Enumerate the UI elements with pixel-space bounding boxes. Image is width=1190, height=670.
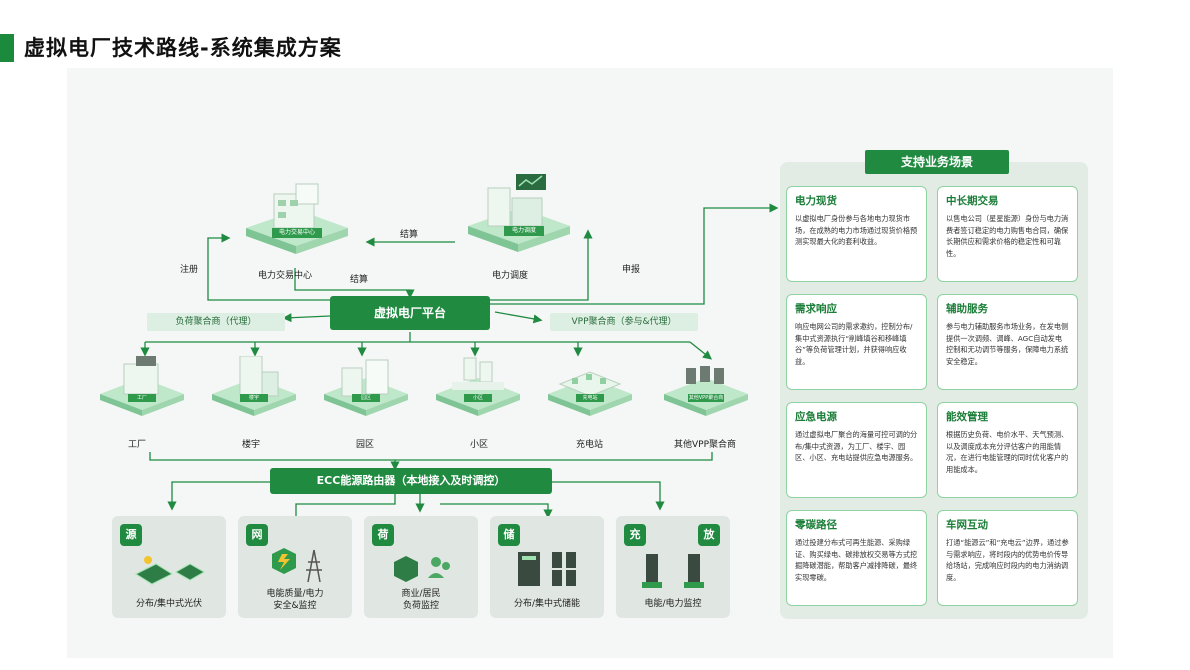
card-text: 以售电公司（星星能源）身份与电力消费者签订稳定的电力购售电合同，确保长期供应和需… <box>946 214 1069 258</box>
building-label-park: 园区 <box>356 440 375 450</box>
building-factory: 工厂 <box>98 356 186 416</box>
card-zero-carbon: 零碳路径 通过投建分布式可再生能源、采购绿证、购买绿电、碳排放权交易等方式挖掘降… <box>786 510 927 606</box>
card-energy-efficiency: 能效管理 根据历史负荷、电价水平、天气预测、以及调度成本充分评估客户的用能情况，… <box>937 402 1078 498</box>
building-label-office: 楼宇 <box>242 440 261 450</box>
card-text: 通过虚拟电厂聚合的海量可控可调的分布/集中式资源，为工厂、楼宇、园区、小区、充电… <box>795 430 918 462</box>
building-label-community: 小区 <box>470 440 489 450</box>
source-label: 分布/集中式光伏 <box>135 599 203 609</box>
dispatch-building: 电力调度 <box>458 170 578 254</box>
card-title: 电力现货 <box>795 195 837 207</box>
card-title: 中长期交易 <box>946 195 999 207</box>
bottom-card-source: 源 分布/集中式光伏 <box>112 516 226 618</box>
card-title: 车网互动 <box>946 519 988 531</box>
ecc-router: ECC能源路由器（本地接入及时调控） <box>270 468 552 494</box>
card-spot-market: 电力现货 以虚拟电厂身份参与各地电力现货市场，在成熟的电力市场通过现货价格预测实… <box>786 186 927 282</box>
settle-top-label: 结算 <box>400 230 419 240</box>
bottom-card-charge: 充 放 电能/电力监控 <box>616 516 730 618</box>
card-title: 需求响应 <box>795 303 837 315</box>
building-tag: 小区 <box>464 394 492 402</box>
building-label-factory: 工厂 <box>128 440 147 450</box>
building-community: 小区 <box>434 356 522 416</box>
trading-center-building: 电力交易中心 <box>236 176 356 260</box>
load-monitor-icon <box>394 556 450 582</box>
building-other-vpp: 其他VPP聚合商 <box>662 356 750 416</box>
bottom-card-load: 荷 商业/居民 负荷监控 <box>364 516 478 618</box>
card-text: 打通“能源云”和“充电云”边界，通过参与需求响应，将时段内的优势电价传导给场站，… <box>946 538 1069 582</box>
building-office: 楼宇 <box>210 355 298 416</box>
building-label-charging: 充电站 <box>576 440 604 450</box>
panel-title: 支持业务场景 <box>865 150 1009 174</box>
register-label: 注册 <box>180 265 199 275</box>
source-badge: 源 <box>120 524 142 546</box>
trading-center-tag: 电力交易中心 <box>272 228 322 238</box>
card-text: 通过投建分布式可再生能源、采购绿证、购买绿电、碳排放权交易等方式挖掘降碳潜能，帮… <box>795 538 918 582</box>
charge-badge: 充 <box>624 524 646 546</box>
load-badge: 荷 <box>372 524 394 546</box>
solar-panel-icon <box>134 556 206 585</box>
card-title: 辅助服务 <box>946 303 988 315</box>
dispatch-label: 电力调度 <box>492 271 529 281</box>
title-accent-bar <box>0 34 14 62</box>
grid-badge: 网 <box>246 524 268 546</box>
building-tag: 工厂 <box>128 394 156 402</box>
charger-icon <box>642 554 704 588</box>
storage-label: 分布/集中式储能 <box>513 599 581 609</box>
discharge-badge: 放 <box>698 524 720 546</box>
report-label: 申报 <box>622 265 641 275</box>
vpp-aggregator: VPP聚合商（参与&代理） <box>550 313 698 331</box>
building-tag: 园区 <box>352 394 380 402</box>
card-title: 能效管理 <box>946 411 988 423</box>
card-text: 参与电力辅助服务市场业务，在发电侧提供一次调频、调峰、AGC自动发电控制和无功调… <box>946 322 1069 366</box>
card-demand-response: 需求响应 响应电网公司的需求邀约，控制分布/集中式资源执行“削峰填谷和移峰填谷”… <box>786 294 927 390</box>
vpp-platform: 虚拟电厂平台 <box>330 296 490 330</box>
bottom-card-storage: 储 分布/集中式储能 <box>490 516 604 618</box>
card-text: 响应电网公司的需求邀约，控制分布/集中式资源执行“削峰填谷和移峰填谷”等负荷管理… <box>795 322 913 366</box>
card-long-term: 中长期交易 以售电公司（星星能源）身份与电力消费者签订稳定的电力购售电合同，确保… <box>937 186 1078 282</box>
page-title: 虚拟电厂技术路线-系统集成方案 <box>24 36 342 60</box>
battery-storage-icon <box>518 552 576 586</box>
load-aggregator: 负荷聚合商（代理） <box>147 313 285 331</box>
card-text: 以虚拟电厂身份参与各地电力现货市场，在成熟的电力市场通过现货价格预测实现最大化的… <box>795 214 918 246</box>
power-quality-icon <box>272 548 322 583</box>
grid-label: 电能质量/电力 安全&监控 <box>266 589 324 611</box>
card-title: 零碳路径 <box>795 519 837 531</box>
building-tag: 其他VPP聚合商 <box>688 394 724 402</box>
building-tag: 楼宇 <box>240 394 268 402</box>
building-park: 园区 <box>322 356 410 416</box>
card-text: 根据历史负荷、电价水平、天气预测、以及调度成本充分评估客户的用能情况，在进行电能… <box>946 430 1069 474</box>
settle-mid-label: 结算 <box>350 275 369 285</box>
card-title: 应急电源 <box>795 411 837 423</box>
building-label-other-vpp: 其他VPP聚合商 <box>674 440 737 450</box>
card-ancillary: 辅助服务 参与电力辅助服务市场业务，在发电侧提供一次调频、调峰、AGC自动发电控… <box>937 294 1078 390</box>
card-emergency: 应急电源 通过虚拟电厂聚合的海量可控可调的分布/集中式资源，为工厂、楼宇、园区、… <box>786 402 927 498</box>
card-v2g: 车网互动 打通“能源云”和“充电云”边界，通过参与需求响应，将时段内的优势电价传… <box>937 510 1078 606</box>
dispatch-tag: 电力调度 <box>504 226 544 236</box>
storage-badge: 储 <box>498 524 520 546</box>
trading-center-label: 电力交易中心 <box>258 271 313 281</box>
building-tag: 充电站 <box>576 394 604 402</box>
charge-label: 电能/电力监控 <box>644 599 702 609</box>
bottom-card-grid: 网 电能质量/电力 安全&监控 <box>238 516 352 618</box>
building-charging-station: 充电站 <box>546 356 634 416</box>
load-label: 商业/居民 负荷监控 <box>401 589 441 611</box>
